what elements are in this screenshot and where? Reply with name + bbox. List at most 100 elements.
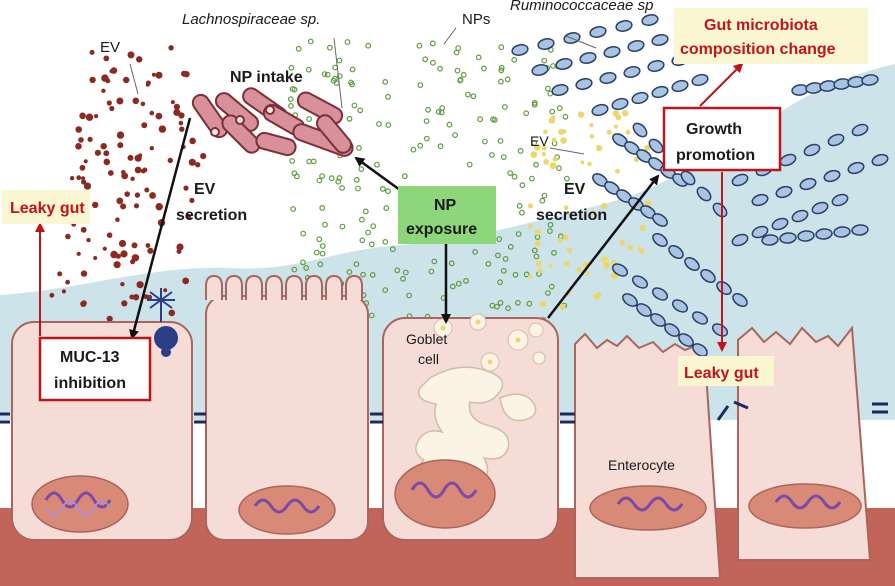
ev-particle-yellow [539,300,547,308]
np-particle [288,102,294,109]
np-particle [288,64,295,71]
ev-particle [168,309,176,317]
np-particle [289,157,296,164]
ev-particle [127,154,134,161]
ruminococcaceae-cell [651,34,669,46]
ev-particle [86,237,91,243]
ev-particle-yellow [541,151,546,157]
goblet-cell [382,313,559,541]
ruminococcaceae-cell [636,303,652,317]
label-goblet-1: Goblet [406,331,447,347]
epithelium [0,274,895,586]
ev-particle [146,294,153,300]
np-particle [319,173,326,180]
ev-particle [83,159,88,164]
ev-particle [136,281,144,289]
np-particle [551,249,557,256]
np-particle [494,303,500,310]
np-particle [416,42,423,49]
np-particle [548,283,555,290]
np-particle [306,116,313,122]
ev-particle [131,254,140,262]
np-particle [489,152,495,158]
ev-particle [57,271,63,277]
np-particle [319,204,326,211]
np-particle [394,267,401,274]
ev-particle [80,270,88,277]
ev-particle-yellow [633,156,640,163]
ev-particle-yellow [549,162,557,170]
ev-particle [129,294,135,300]
ev-particle-yellow [564,260,570,267]
ev-particle-yellow [639,248,645,254]
ruminococcaceae-cell [631,91,649,105]
np-particle [446,121,453,128]
ev-particle [106,232,113,238]
ev-particle [123,76,130,84]
ev-particle-yellow [527,224,533,229]
np-particle [545,290,551,296]
ruminococcaceae-cell [831,193,849,207]
ruminococcaceae-cell [684,257,700,271]
ruminococcaceae-cell [827,133,845,147]
ev-particle [200,153,207,160]
ruminococcaceae-cell [575,78,593,90]
np-particle [516,202,523,209]
ev-particle [151,72,156,77]
np-particle [465,91,471,98]
np-particle [511,173,518,180]
ev-particle [85,113,94,121]
ev-particle-yellow [577,111,585,118]
ev-particle [76,175,82,181]
np-particle [556,165,562,172]
ruminococcaceae-cell [603,46,621,58]
ev-particle-yellow [551,115,556,120]
np-particle [490,116,496,123]
ev-particle [89,76,96,84]
ruminococcaceae-cell [615,20,633,32]
np-particle [429,40,436,47]
ev-particle [115,217,120,222]
ev-particle [116,131,125,139]
ev-particle [106,100,112,106]
np-particle [496,236,503,243]
ev-particle [103,158,111,166]
np-particle [423,118,430,124]
np-particle [336,73,343,79]
np-particle [383,205,390,212]
np-particle [385,122,392,128]
np-particle [431,258,438,265]
ev-particles-right [527,110,652,311]
np-particle [423,135,430,142]
ev-particle [65,233,71,240]
arrow-np-intake [354,156,401,192]
label-gut-change-2: composition change [680,41,836,58]
np-particle [300,259,306,266]
np-particle [497,138,504,144]
label-np-intake: NP intake [230,69,303,86]
np-particle [498,64,505,71]
ev-particle [188,158,196,166]
np-particle [477,116,484,123]
ev-particle [132,294,140,301]
arrow-ev-secretion-right [547,174,660,319]
ev-particle [79,112,86,120]
label-ev-secretion-right-2: secretion [536,207,607,224]
ev-particle-yellow [593,293,600,300]
np-particle [438,109,445,116]
ev-particle [100,143,107,150]
ev-particle [145,243,151,248]
ev-particle-yellow [615,114,622,121]
ev-particle-yellow [562,234,569,241]
ev-particle [182,277,190,285]
ev-particle [69,176,75,181]
ruminococcaceae-cell [652,233,668,247]
leaky-gut-left-box [2,190,90,224]
ruminococcaceae-cell [861,74,879,86]
ev-particle-yellow [576,267,583,273]
ev-particle [178,120,184,126]
ruminococcaceae-cell [700,269,716,283]
ev-particle-yellow [587,161,592,167]
np-particle [529,175,535,182]
np-particle [463,278,469,284]
